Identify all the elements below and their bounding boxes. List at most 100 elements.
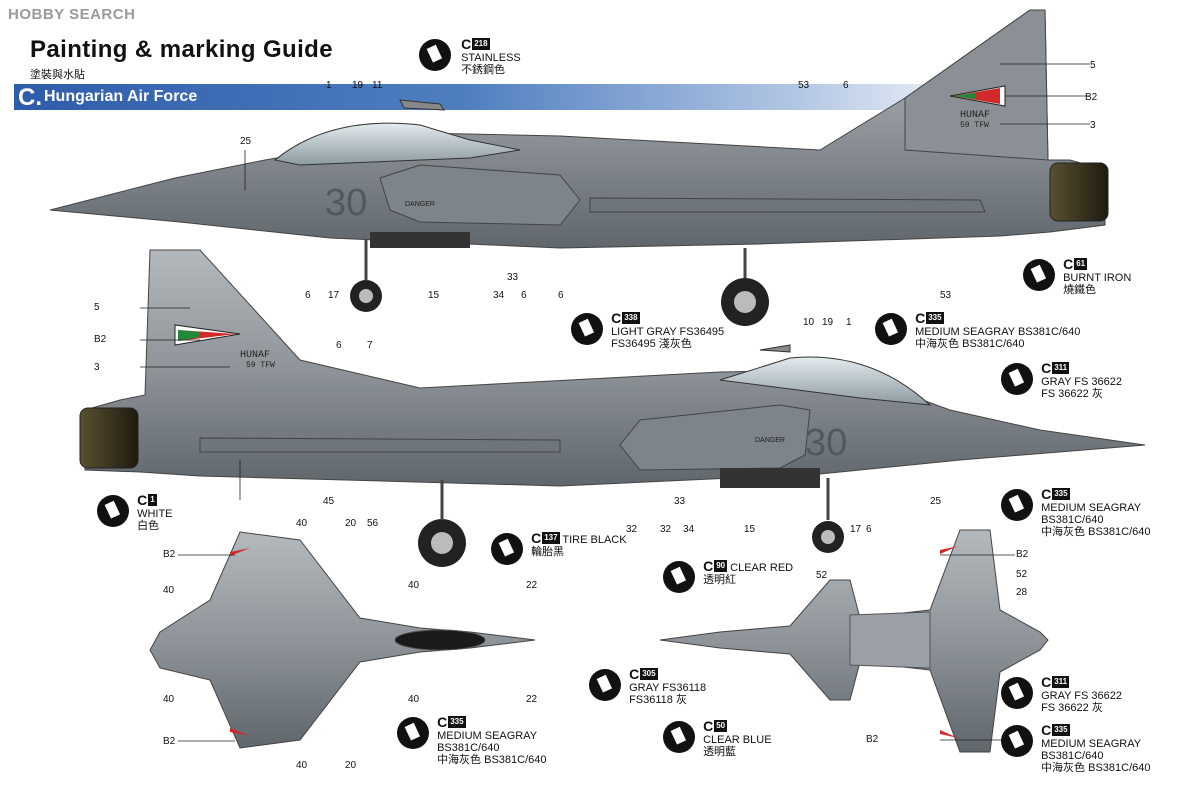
- tail-unit-left: 59 TFW: [960, 121, 989, 130]
- decal-label: 6: [305, 290, 311, 301]
- decal-label: 40: [408, 694, 420, 705]
- leader-lines: [140, 63, 1090, 742]
- decal-label: 5: [1090, 60, 1096, 71]
- decal-label: 40: [296, 760, 308, 771]
- decal-label: 56: [367, 518, 379, 529]
- section-band: [14, 84, 1014, 110]
- paint-bottle-icon: [1001, 363, 1033, 395]
- danger-label-left: DANGER: [405, 201, 435, 208]
- section-name: Hungarian Air Force: [44, 88, 198, 105]
- decal-label: 25: [930, 496, 942, 507]
- plan-view-under: [659, 529, 1049, 753]
- decal-label: 6: [521, 290, 527, 301]
- decal-label: B2: [163, 549, 176, 560]
- nose-number-left: 30: [325, 182, 367, 224]
- decal-label: B2: [1016, 549, 1029, 560]
- decal-label: B2: [866, 734, 879, 745]
- decal-label: 22: [526, 694, 538, 705]
- decal-label: 34: [493, 290, 505, 301]
- decal-label: 6: [866, 524, 872, 535]
- paint-bottle-icon: [1001, 489, 1033, 521]
- paint-bottle-icon: [663, 721, 695, 753]
- decal-label: 52: [816, 570, 828, 581]
- decal-label: 6: [558, 290, 564, 301]
- tail-code-left: HUNAF: [960, 110, 990, 121]
- decal-label: B2: [163, 736, 176, 747]
- paint-bottle-icon: [1023, 259, 1055, 291]
- decal-label: 1: [846, 317, 852, 328]
- paint-bottle-icon: [1001, 677, 1033, 709]
- side-view-left: [49, 9, 1109, 326]
- page-title: Painting & marking Guide: [30, 36, 333, 63]
- decal-label: B2: [1085, 92, 1098, 103]
- decal-label: B2: [94, 334, 107, 345]
- decal-label: 20: [345, 760, 357, 771]
- decal-label: 40: [163, 694, 175, 705]
- decal-label: 15: [428, 290, 440, 301]
- decal-label: 52: [1016, 569, 1028, 580]
- danger-label-right: DANGER: [755, 437, 785, 444]
- decal-label: 20: [345, 518, 357, 529]
- decal-label: 10: [803, 317, 815, 328]
- decal-label: 32: [660, 524, 672, 535]
- paint-bottle-icon: [589, 669, 621, 701]
- section-letter: C.: [18, 84, 42, 111]
- decal-label: 15: [744, 524, 756, 535]
- tail-unit-right: 59 TFW: [246, 361, 275, 370]
- paint-bottle-icon: [663, 561, 695, 593]
- decal-label: 32: [626, 524, 638, 535]
- decal-label: 45: [323, 496, 335, 507]
- decal-label: 40: [408, 580, 420, 591]
- paint-bottle-icon: [491, 533, 523, 565]
- decal-label: 53: [798, 80, 810, 91]
- decal-label: 33: [507, 272, 519, 283]
- decal-label: 53: [940, 290, 952, 301]
- decal-label: 6: [336, 340, 342, 351]
- decal-label: 17: [328, 290, 340, 301]
- watermark: HOBBY SEARCH: [8, 6, 136, 23]
- decal-label: 40: [163, 585, 175, 596]
- decal-label: 3: [1090, 120, 1096, 131]
- paint-bottle-icon: [1001, 725, 1033, 757]
- decal-label: 22: [526, 580, 538, 591]
- decal-label: 1: [326, 80, 332, 91]
- decal-label: 19: [822, 317, 834, 328]
- decal-label: 5: [94, 302, 100, 313]
- decal-label: 11: [372, 80, 383, 91]
- decal-label: 3: [94, 362, 100, 373]
- paint-bottle-icon: [397, 717, 429, 749]
- decal-label: 28: [1016, 587, 1028, 598]
- paint-bottle-icon: [571, 313, 603, 345]
- decal-label: 19: [352, 80, 364, 91]
- decal-label: 25: [240, 136, 252, 147]
- decal-label: 40: [296, 518, 308, 529]
- plan-view-top: [149, 531, 536, 749]
- paint-bottle-icon: [97, 495, 129, 527]
- nose-number-right: 30: [805, 422, 847, 464]
- tail-code-right: HUNAF: [240, 350, 270, 361]
- paint-bottle-icon: [875, 313, 907, 345]
- paint-bottle-icon: [419, 39, 451, 71]
- decal-label: 34: [683, 524, 695, 535]
- page-subtitle: 塗裝與水貼: [30, 69, 85, 81]
- decal-label: 7: [367, 340, 373, 351]
- decal-label: 6: [843, 80, 849, 91]
- side-view-right: [79, 249, 1146, 567]
- decal-label: 33: [674, 496, 686, 507]
- decal-label: 17: [850, 524, 862, 535]
